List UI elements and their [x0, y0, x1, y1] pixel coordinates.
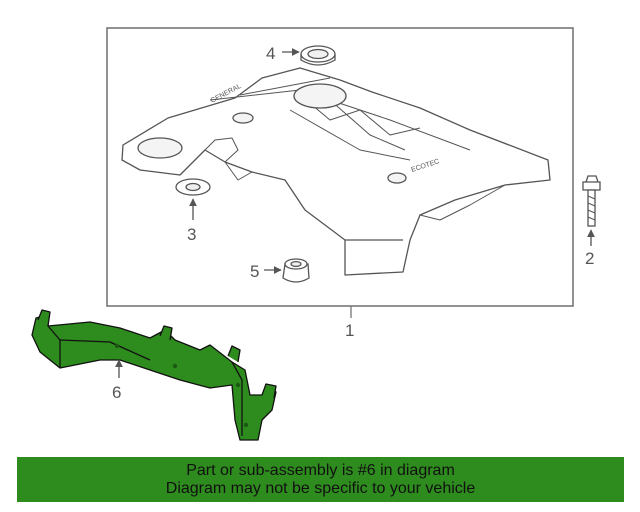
- assembly-frame: [106, 27, 574, 307]
- insulator-5: [282, 258, 310, 283]
- notice-banner: Part or sub-assembly is #6 in diagram Di…: [17, 457, 624, 502]
- callout-2: 2: [585, 249, 594, 268]
- grommet-ring-4: [300, 45, 336, 66]
- bolt-2: [582, 175, 601, 227]
- callout-6: 6: [112, 383, 121, 402]
- notice-line-2: Diagram may not be specific to your vehi…: [165, 479, 476, 497]
- callout-4: 4: [266, 44, 275, 63]
- washer-3: [175, 178, 211, 196]
- callout-5: 5: [250, 262, 259, 281]
- callout-3: 3: [187, 225, 196, 244]
- notice-line-1: Part or sub-assembly is #6 in diagram: [186, 461, 455, 479]
- callout-1: 1: [345, 321, 354, 340]
- engine-cover: GENERAL ECOTEC: [121, 67, 551, 276]
- bracket-6: [31, 309, 277, 441]
